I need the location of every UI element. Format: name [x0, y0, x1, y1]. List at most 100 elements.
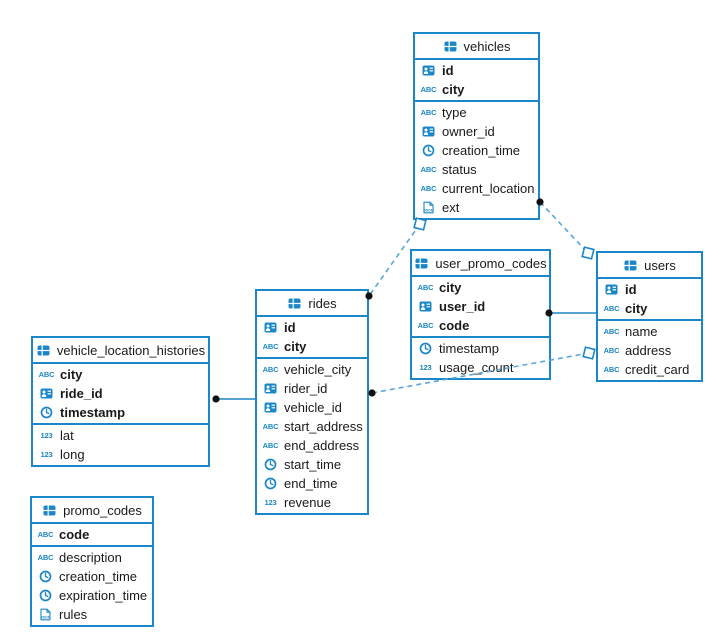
table-header[interactable]: rides: [257, 291, 367, 317]
column-name: status: [442, 162, 477, 177]
text-type-glyph: ABC: [420, 107, 437, 117]
relationship-diamond-marker: [581, 246, 595, 260]
text-type-icon: ABC: [420, 84, 437, 94]
column-name: end_address: [284, 438, 360, 453]
column-name: vehicle_id: [284, 400, 342, 415]
column-name: description: [59, 550, 122, 565]
text-type-icon: ABC: [604, 347, 620, 355]
table-icon: [443, 40, 458, 53]
column-row: owner_id: [415, 122, 538, 141]
column-name: end_time: [284, 476, 338, 491]
text-type-icon: ABC: [420, 164, 437, 174]
text-type-icon: ABC: [39, 371, 55, 379]
text-type-icon: ABC: [263, 366, 279, 374]
column-name: creation_time: [59, 569, 138, 584]
column-row: creation_time: [415, 141, 538, 160]
number-type-icon: 123: [418, 364, 433, 372]
column-row: 123 long: [33, 445, 208, 464]
text-type-icon: ABC: [262, 421, 279, 431]
column-row: ABC description: [32, 548, 152, 567]
column-row: vehicle_id: [257, 398, 367, 417]
primary-key-row: ABC code: [32, 525, 152, 544]
text-type-icon: ABC: [420, 183, 437, 193]
number-type-glyph: 123: [40, 449, 53, 459]
column-row: expiration_time: [32, 586, 152, 605]
text-type-glyph: ABC: [37, 552, 54, 562]
column-name: rules: [59, 607, 88, 622]
column-name: vehicle_city: [284, 362, 352, 377]
time-type-icon: [418, 342, 433, 355]
time-type-icon: [38, 570, 53, 583]
primary-key-row: ride_id: [33, 384, 208, 403]
text-type-glyph: ABC: [420, 84, 437, 94]
table-header[interactable]: user_promo_codes: [412, 251, 549, 277]
text-type-icon: ABC: [604, 328, 620, 336]
column-name: city: [442, 82, 465, 97]
table-title: users: [644, 257, 676, 273]
column-name: code: [439, 318, 470, 333]
table-header[interactable]: vehicle_location_histories: [33, 338, 208, 364]
column-name: address: [625, 343, 672, 358]
column-name: expiration_time: [59, 588, 148, 603]
table-header[interactable]: users: [598, 253, 701, 279]
column-row: ABC status: [415, 160, 538, 179]
text-type-icon: ABC: [263, 442, 279, 450]
text-type-glyph: ABC: [603, 364, 620, 374]
time-type-icon: [38, 589, 53, 602]
text-type-icon: ABC: [420, 107, 437, 117]
table-header[interactable]: vehicles: [415, 34, 538, 60]
text-type-glyph: ABC: [420, 164, 437, 174]
column-name: start_time: [284, 457, 342, 472]
id-badge-icon: [418, 300, 433, 313]
table-header[interactable]: promo_codes: [32, 498, 152, 524]
column-row: rider_id: [257, 379, 367, 398]
text-type-glyph: ABC: [262, 421, 279, 431]
column-name: credit_card: [625, 362, 690, 377]
table-icon: [42, 504, 57, 517]
number-type-glyph: 123: [40, 430, 53, 440]
column-row: ABC credit_card: [598, 360, 701, 379]
text-type-glyph: ABC: [420, 183, 437, 193]
text-type-glyph: ABC: [37, 529, 54, 539]
table-icon: [287, 297, 302, 310]
text-type-icon: ABC: [418, 284, 434, 292]
text-type-glyph: ABC: [417, 320, 434, 330]
column-name: id: [625, 282, 637, 297]
number-type-glyph: 123: [264, 497, 277, 507]
json-type-icon: JSON: [421, 201, 436, 214]
table-icon: [36, 344, 51, 357]
table-title: rides: [308, 295, 337, 311]
time-type-icon: [263, 458, 278, 471]
relationship-line-vehicles-users: [539, 201, 589, 254]
id-badge-icon: [263, 321, 278, 334]
id-badge-icon: [263, 382, 278, 395]
column-name: start_address: [284, 419, 363, 434]
column-name: city: [60, 367, 83, 382]
column-row: timestamp: [412, 339, 549, 358]
column-name: long: [60, 447, 85, 462]
column-row: creation_time: [32, 567, 152, 586]
primary-key-row: ABC city: [33, 365, 208, 384]
id-badge-icon: [263, 401, 278, 414]
column-name: code: [59, 527, 90, 542]
svg-text:JSON: JSON: [424, 208, 434, 212]
